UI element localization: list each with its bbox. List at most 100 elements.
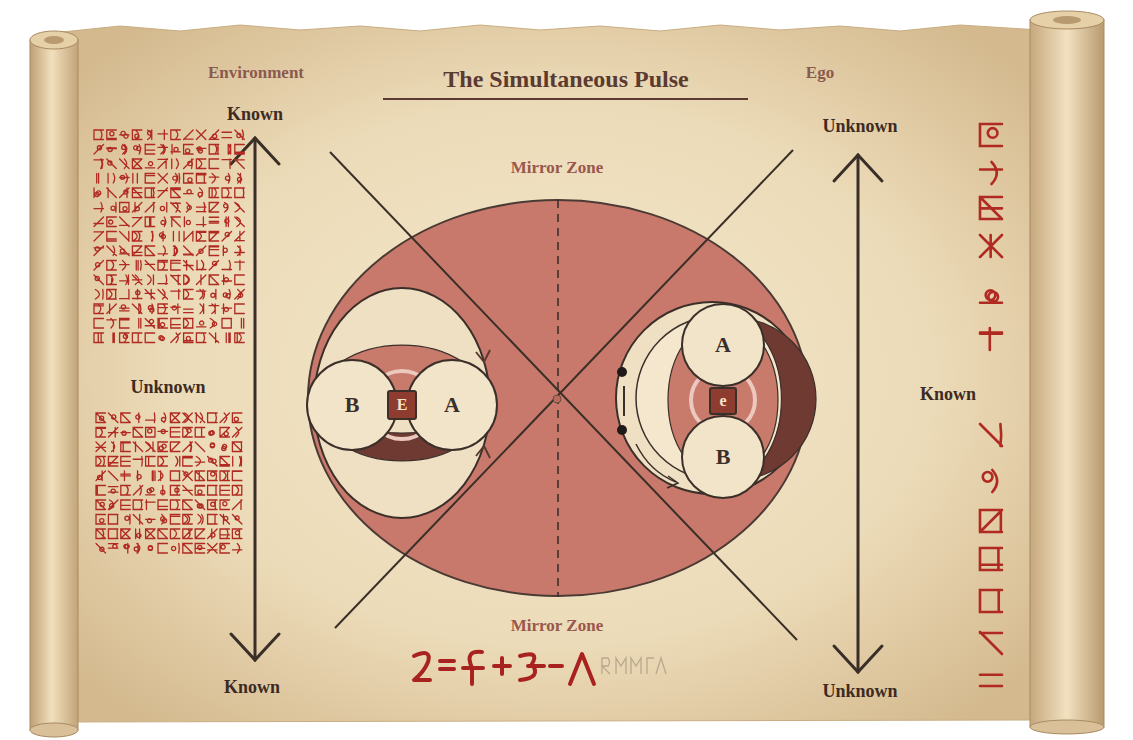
script-glyph (107, 319, 117, 329)
script-glyph (210, 443, 214, 448)
script-glyph (125, 515, 130, 525)
script-glyph (220, 428, 230, 438)
script-glyph (133, 500, 143, 510)
script-glyph (235, 159, 245, 169)
roll-end (30, 723, 78, 737)
script-glyph (133, 457, 143, 467)
script-glyph (183, 471, 193, 481)
script-glyph (183, 442, 193, 452)
script-glyph (224, 203, 228, 213)
script-glyph (158, 174, 168, 184)
script-glyph (235, 290, 245, 300)
script-glyph (120, 319, 130, 329)
script-glyph (195, 544, 205, 554)
script-glyph (980, 590, 1002, 612)
roll-curl (44, 36, 64, 44)
equation-glyph (494, 658, 510, 674)
script-glyph (120, 261, 130, 271)
script-glyph (233, 457, 242, 467)
script-glyph (170, 428, 180, 438)
script-glyph (120, 159, 130, 169)
circle-outline (682, 416, 764, 498)
script-glyph (94, 246, 104, 256)
script-glyph (222, 304, 232, 314)
script-glyph (196, 159, 206, 169)
script-glyph (983, 470, 997, 492)
script-glyph (980, 548, 1002, 570)
script-glyph (120, 290, 130, 300)
script-glyph (226, 333, 230, 343)
script-glyph (133, 428, 143, 438)
script-glyph (173, 232, 179, 242)
script-glyph (132, 217, 142, 227)
script-glyph (209, 232, 219, 242)
script-glyph (184, 309, 194, 313)
script-glyph (980, 675, 1002, 686)
script-glyph (146, 457, 156, 467)
script-glyph (220, 515, 230, 525)
script-glyph (148, 546, 152, 551)
script-glyph (183, 428, 193, 438)
script-glyph (171, 130, 181, 140)
script-glyph (132, 203, 142, 213)
script-glyph (196, 232, 206, 242)
script-glyph (196, 275, 206, 285)
core-square: E (387, 390, 417, 420)
script-glyph (196, 261, 206, 271)
script-glyph (132, 130, 142, 140)
script-glyph (148, 275, 154, 285)
square-outline (710, 388, 736, 414)
script-glyph (146, 529, 156, 539)
script-glyph (158, 188, 168, 198)
script-glyph (145, 162, 155, 168)
script-glyph (183, 544, 193, 554)
script-glyph (108, 500, 118, 510)
roll-body (1030, 20, 1104, 727)
script-glyph (159, 336, 165, 341)
script-glyph (94, 159, 104, 169)
script-glyph (121, 529, 131, 539)
roll-end (1030, 11, 1104, 29)
script-glyph (152, 471, 155, 481)
circle-outline (307, 360, 397, 450)
ego-cluster (616, 302, 816, 494)
script-glyph (195, 428, 205, 438)
script-glyph (108, 487, 118, 494)
script-glyph (222, 159, 232, 169)
script-glyph (107, 232, 117, 242)
script-glyph (980, 424, 1002, 446)
script-glyph (158, 442, 168, 452)
script-glyph (173, 246, 177, 256)
script-glyph (148, 130, 152, 140)
script-glyph (145, 261, 155, 271)
script-glyph (184, 159, 194, 169)
axis-label: Known (920, 385, 976, 405)
script-glyph (235, 188, 245, 198)
script-glyph (184, 333, 194, 343)
script-glyph (208, 486, 218, 496)
script-glyph (158, 246, 168, 256)
script-glyph (235, 261, 245, 271)
script-glyph (171, 304, 181, 314)
arrow-head (834, 155, 882, 181)
script-glyph (171, 275, 181, 285)
script-glyph (132, 188, 142, 198)
script-glyph (145, 246, 155, 256)
script-glyph (94, 319, 104, 329)
script-glyph (222, 232, 232, 242)
ring-circle: B (306, 359, 398, 451)
script-glyph (124, 544, 129, 554)
glyph-equation (414, 652, 594, 684)
script-glyph (220, 457, 230, 467)
script-glyph (211, 290, 216, 300)
script-glyph (170, 529, 180, 539)
script-glyph (210, 319, 216, 329)
parchment-sheet (62, 25, 1040, 722)
circle-outline (407, 360, 497, 450)
script-glyph (158, 145, 168, 155)
script-glyph (158, 159, 168, 169)
script-glyph (220, 544, 230, 554)
script-glyph (980, 124, 1002, 146)
ring-circle: B (681, 415, 765, 499)
script-glyph (170, 442, 180, 452)
